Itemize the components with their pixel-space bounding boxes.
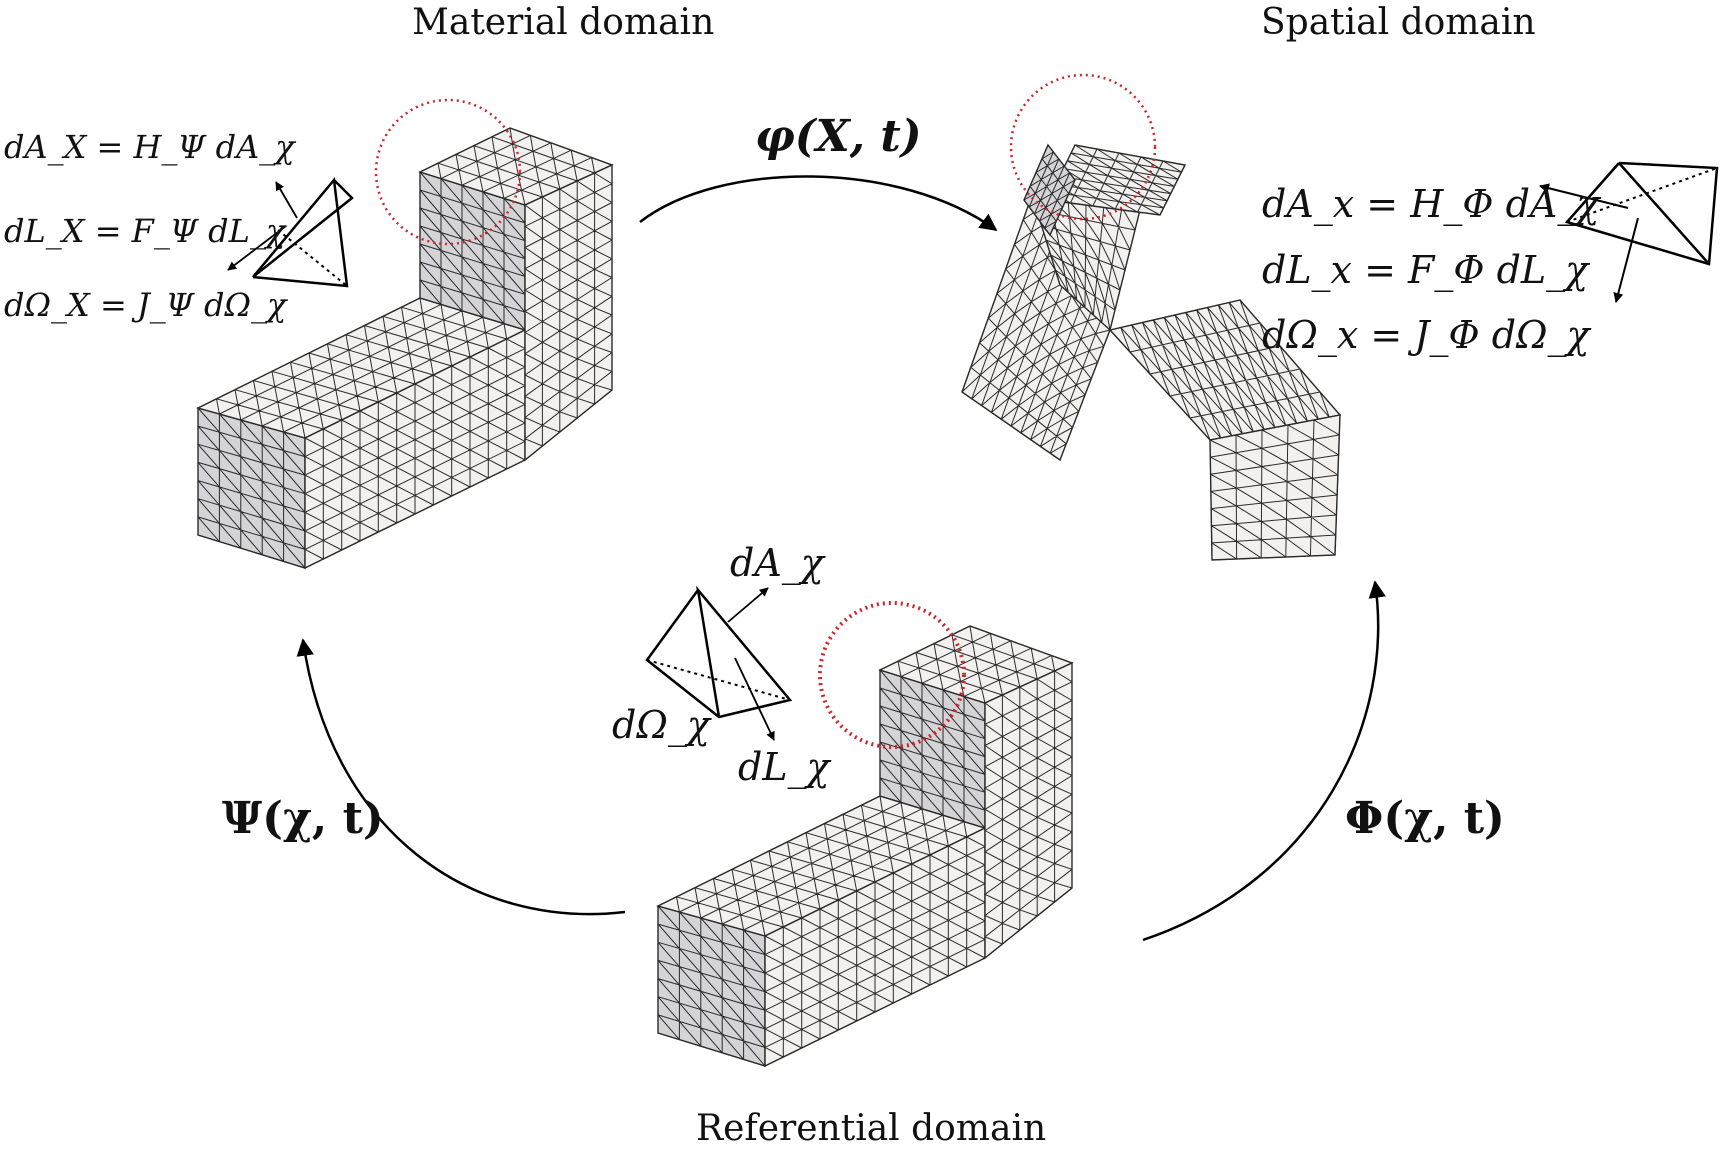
psi-mapping-label: Ψ(χ, t) (222, 793, 384, 844)
material-highlight-circle (374, 98, 522, 246)
material-bar-side-face (304, 328, 526, 570)
spatial-tower-front-face (1023, 143, 1076, 237)
referential-highlight-circle (818, 601, 966, 749)
referential-bar-side-face (764, 826, 986, 1068)
material-tetrahedron (227, 176, 354, 288)
material-area-relation: dA_X = H_Ψ dA_χ (4, 128, 295, 166)
material-tower-side-face (524, 163, 613, 462)
spatial-domain-title: Spatial domain (1261, 2, 1536, 43)
referential-line-label: dL_χ (738, 745, 830, 789)
referential-mesh (656, 625, 1074, 1068)
referential-domain-title: Referential domain (696, 1108, 1047, 1149)
spatial-mesh (961, 143, 1342, 561)
spatial-area-relation: dA_x = H_Φ dA_χ (1262, 182, 1600, 226)
material-domain-title: Material domain (412, 2, 715, 43)
phi-mapping-arrow (639, 175, 998, 232)
referential-tetrahedron (645, 585, 793, 741)
referential-area-label: dA_χ (730, 541, 824, 585)
psi-mapping-arrow (296, 638, 626, 916)
spatial-volume-relation: dΩ_x = J_Φ dΩ_χ (1262, 313, 1590, 357)
material-mesh (196, 127, 614, 570)
spatial-line-relation: dL_x = F_Φ dL_χ (1262, 248, 1589, 292)
spatial-bar-top-face (1108, 299, 1342, 441)
spatial-tower-top-face (1046, 144, 1187, 216)
material-tower-top-face (418, 127, 614, 206)
spatial-bar-end-face (1209, 414, 1341, 561)
Phi-mapping-arrow (1142, 580, 1386, 942)
phi-mapping-label: φ(X, t) (755, 111, 922, 162)
referential-volume-label: dΩ_χ (612, 703, 710, 747)
material-volume-relation: dΩ_X = J_Ψ dΩ_χ (4, 286, 287, 324)
spatial-tetrahedron (1539, 161, 1719, 303)
Phi-mapping-label: Φ(χ, t) (1345, 793, 1505, 844)
material-tower-front-face (419, 171, 526, 331)
material-line-relation: dL_X = F_Ψ dL_χ (4, 212, 286, 250)
referential-tower-side-face (984, 661, 1073, 960)
spatial-highlight-circle (1009, 73, 1157, 221)
